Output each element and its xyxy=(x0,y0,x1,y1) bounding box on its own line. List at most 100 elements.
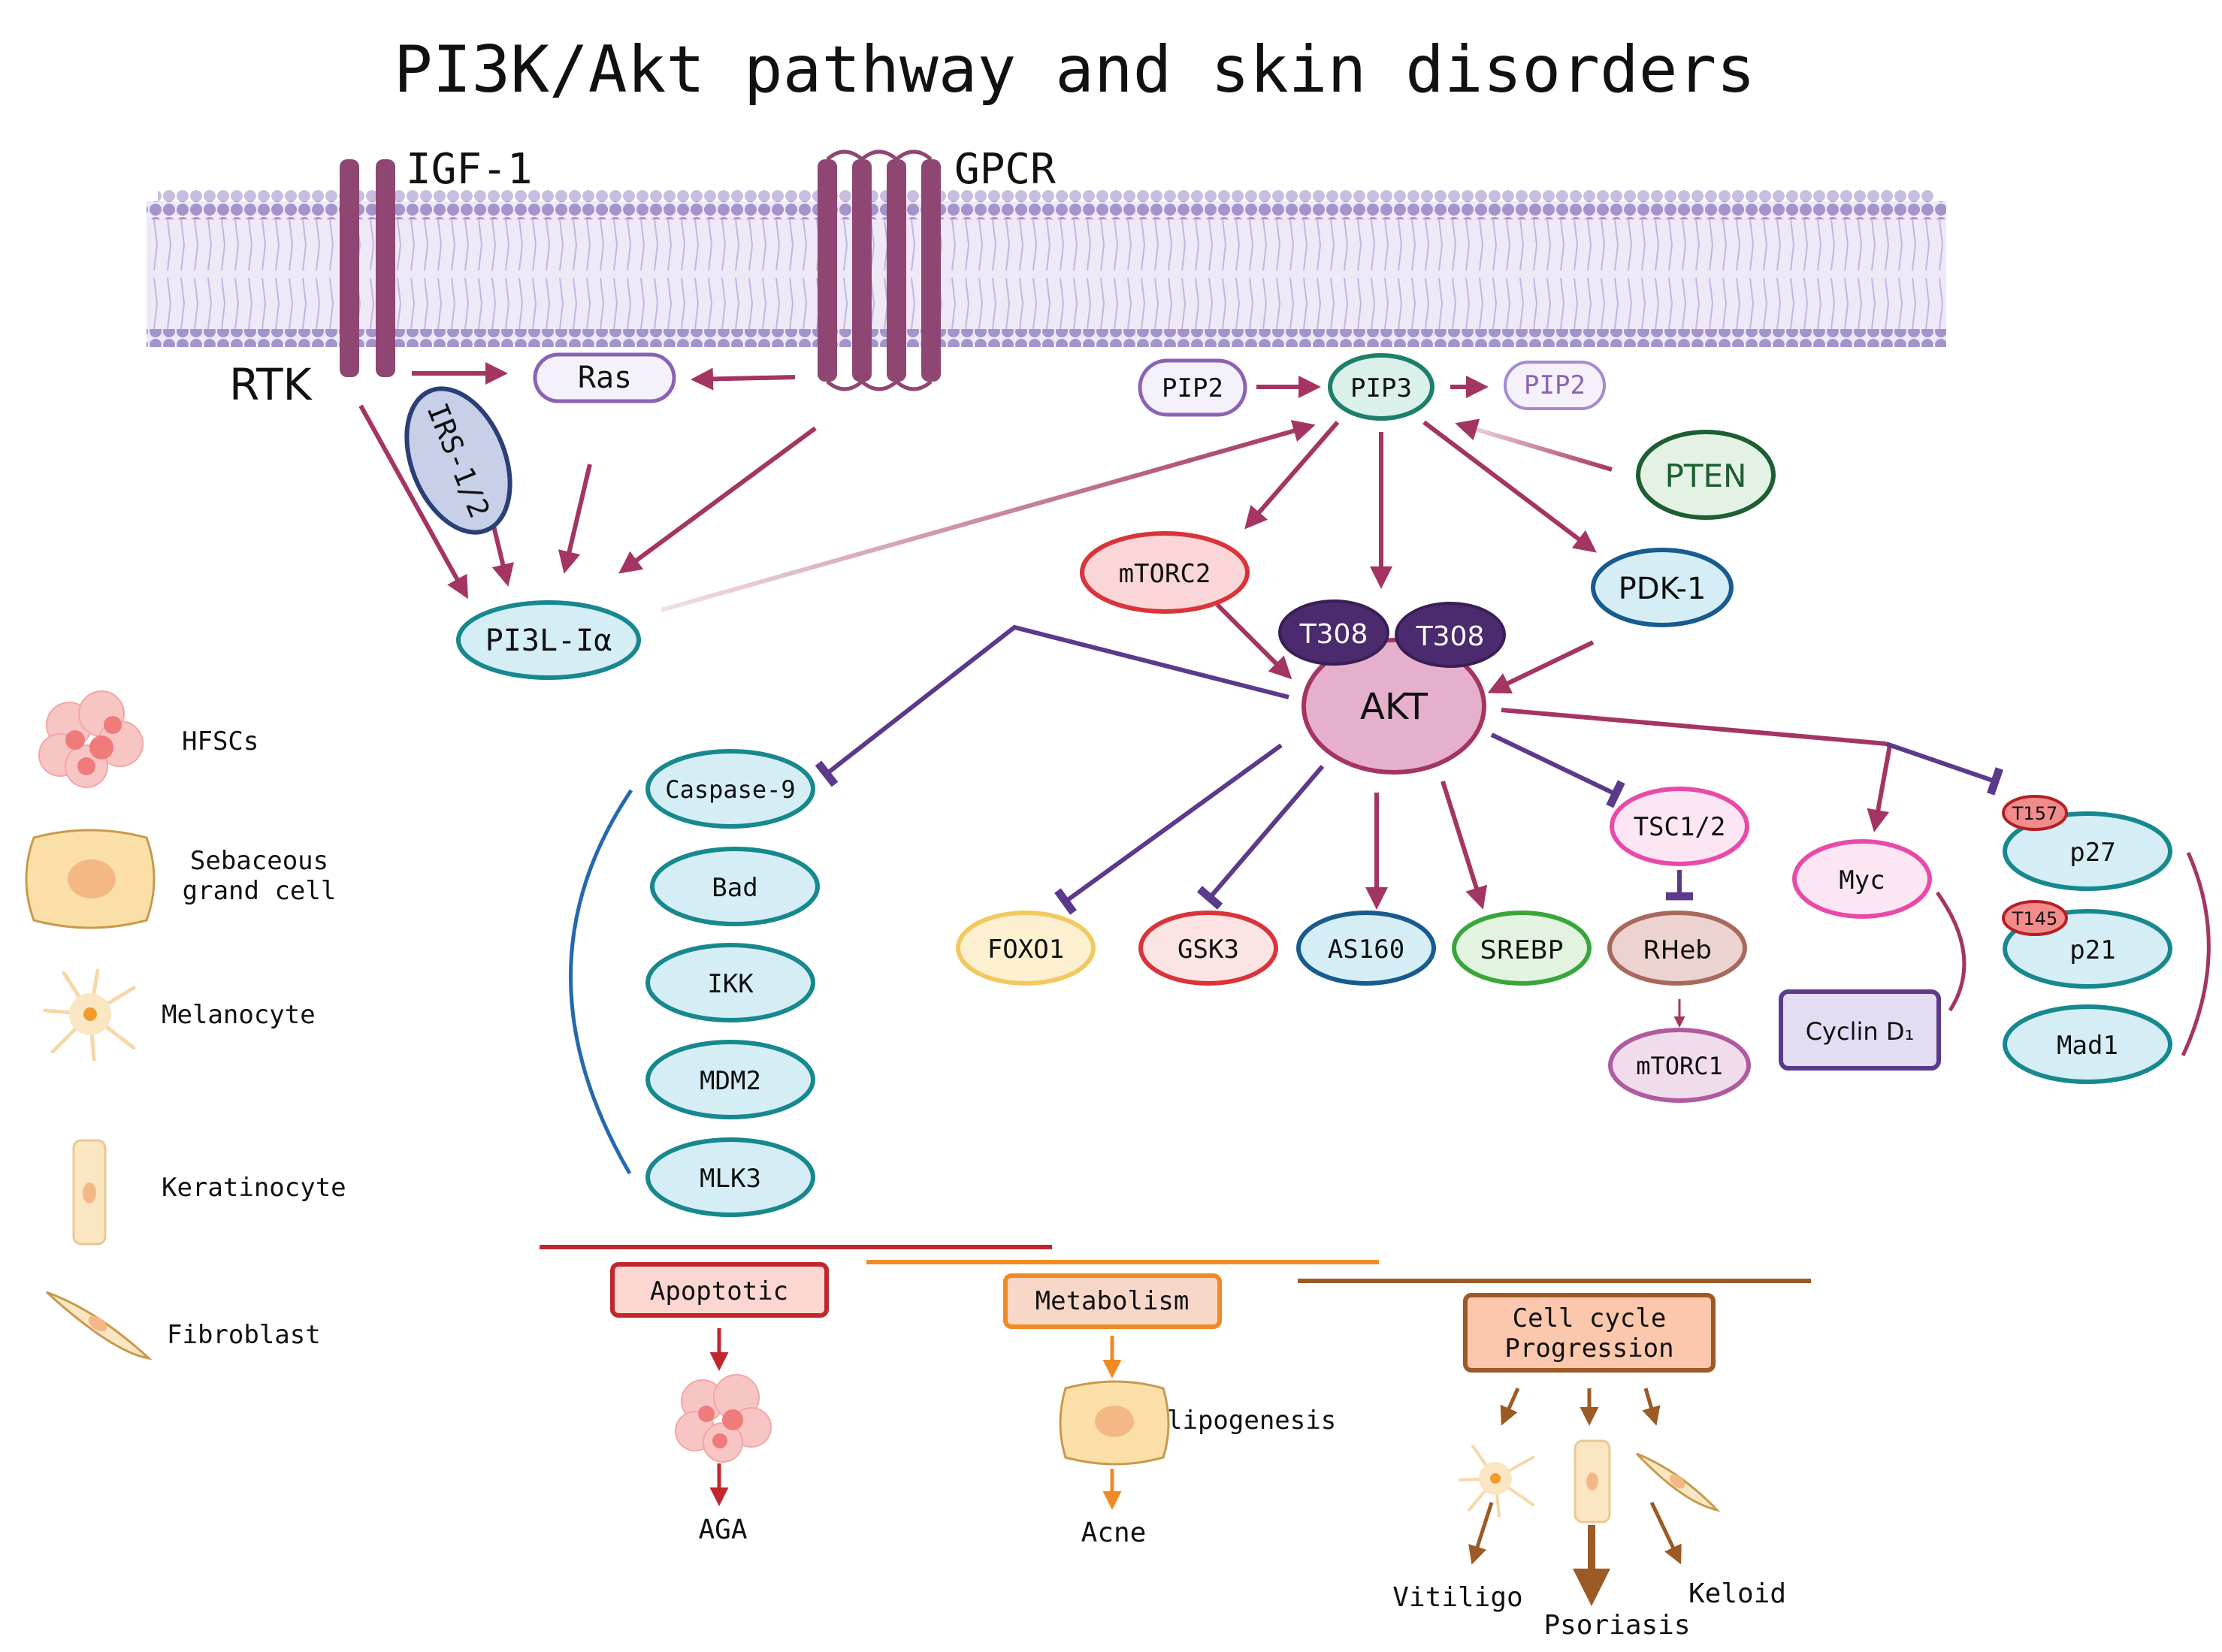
rheb-node[interactable]: RHeb xyxy=(1607,911,1747,986)
tsc-node[interactable]: TSC1/2 xyxy=(1610,787,1749,866)
t145-label: T145 xyxy=(2012,908,2057,929)
legend-hfsc: HFSCs xyxy=(182,726,258,757)
t308-b-node[interactable]: T308 xyxy=(1395,602,1506,668)
myc-label: Myc xyxy=(1839,865,1885,895)
legend-keratinocyte: Keratinocyte xyxy=(162,1173,346,1203)
page-title: PI3K/Akt pathway and skin disorders xyxy=(394,32,1755,107)
akt-node[interactable]: AKT xyxy=(1301,638,1486,775)
mdm2-label: MDM2 xyxy=(700,1066,761,1096)
melanocyte-icon xyxy=(43,968,136,1062)
akt-label: AKT xyxy=(1360,686,1428,728)
t157-label: T157 xyxy=(2012,803,2057,824)
pip2-right-label: PIP2 xyxy=(1524,370,1586,400)
apoptotic-hfsc-icon xyxy=(675,1374,772,1463)
cell-membrane xyxy=(147,189,1946,347)
myc-node[interactable]: Myc xyxy=(1792,839,1932,919)
igf1-label: IGF-1 xyxy=(406,145,533,194)
inhibition-lines xyxy=(815,624,2003,915)
acne-label: Acne xyxy=(1081,1518,1147,1548)
t308-a-label: T308 xyxy=(1299,619,1368,650)
t157-badge[interactable]: T157 xyxy=(2002,795,2068,831)
rheb-label: RHeb xyxy=(1643,935,1712,965)
mlk3-label: MLK3 xyxy=(700,1164,761,1194)
pi3k-label: PI3L-Iα xyxy=(485,624,612,658)
fibroblast-icon xyxy=(45,1291,153,1361)
ras-label: Ras xyxy=(578,361,632,395)
caspase9-node[interactable]: Caspase-9 xyxy=(645,749,815,829)
as160-label: AS160 xyxy=(1328,935,1404,965)
pten-arrow xyxy=(1455,418,1613,472)
myc-cyclin-bracket xyxy=(1935,891,1967,1012)
t145-badge[interactable]: T145 xyxy=(2002,900,2068,936)
pi3k-to-pip3-arrow xyxy=(661,420,1316,612)
foxo1-node[interactable]: FOXO1 xyxy=(956,911,1096,986)
akt-to-myc-p27-line xyxy=(1501,708,1887,746)
ras-node[interactable]: Ras xyxy=(533,352,676,403)
mad1-label: Mad1 xyxy=(2057,1031,2118,1061)
pip3-label: PIP3 xyxy=(1350,373,1412,403)
apoptosis-bracket xyxy=(569,789,633,1175)
pip2-left-label: PIP2 xyxy=(1162,373,1223,403)
mlk3-node[interactable]: MLK3 xyxy=(645,1137,815,1217)
rtk-receptor xyxy=(340,159,395,377)
p21-label: p21 xyxy=(2069,935,2115,965)
cellcycle-label-2: Progression xyxy=(1504,1333,1673,1364)
lipogenesis-label: lipogenesis xyxy=(1167,1406,1336,1436)
t308-a-node[interactable]: T308 xyxy=(1278,599,1389,666)
apoptotic-box[interactable]: Apoptotic xyxy=(610,1262,829,1318)
vitiligo-label: Vitiligo xyxy=(1392,1582,1522,1613)
pip2-right-node[interactable]: PIP2 xyxy=(1504,361,1606,410)
bad-node[interactable]: Bad xyxy=(650,847,820,926)
legend-sebaceous-1: Sebaceous xyxy=(190,846,328,876)
gsk3-node[interactable]: GSK3 xyxy=(1138,911,1278,986)
keratinocyte-icon xyxy=(72,1139,107,1246)
pdk1-node[interactable]: PDK-1 xyxy=(1591,548,1734,627)
p27-label: p27 xyxy=(2069,838,2115,868)
aga-label: AGA xyxy=(698,1515,747,1545)
rtk-label: RTK xyxy=(229,359,313,410)
metabolism-box[interactable]: Metabolism xyxy=(1003,1273,1222,1329)
tsc-label: TSC1/2 xyxy=(1634,812,1726,842)
legend-fibroblast: Fibroblast xyxy=(167,1320,321,1350)
foxo1-label: FOXO1 xyxy=(987,935,1064,965)
mtorc1-node[interactable]: mTORC1 xyxy=(1608,1028,1751,1103)
pten-node[interactable]: PTEN xyxy=(1636,430,1776,520)
pten-label: PTEN xyxy=(1665,458,1747,494)
as160-node[interactable]: AS160 xyxy=(1296,911,1436,986)
caspase9-label: Caspase-9 xyxy=(665,775,795,804)
mad1-node[interactable]: Mad1 xyxy=(2003,1004,2172,1084)
srebp-node[interactable]: SREBP xyxy=(1452,911,1592,986)
keloid-label: Keloid xyxy=(1688,1578,1786,1609)
melanocyte-outcome-icon xyxy=(1459,1445,1534,1518)
pi3k-node[interactable]: PI3L-Iα xyxy=(456,600,641,680)
mtorc2-label: mTORC2 xyxy=(1119,559,1211,589)
cellcycle-box[interactable]: Cell cycle Progression xyxy=(1463,1293,1716,1373)
psoriasis-label: Psoriasis xyxy=(1543,1610,1690,1641)
cellcycle-arrows xyxy=(1468,1387,1682,1565)
cellcycle-label-1: Cell cycle xyxy=(1513,1303,1667,1333)
pdk1-label: PDK-1 xyxy=(1619,572,1707,606)
pip2-left-node[interactable]: PIP2 xyxy=(1138,358,1247,417)
activation-arrows-upper xyxy=(358,362,1892,910)
hfsc-icon xyxy=(38,690,144,788)
gpcr-label: GPCR xyxy=(954,145,1056,194)
keratinocyte-outcome-icon xyxy=(1574,1439,1611,1524)
t308-b-label: T308 xyxy=(1416,621,1485,652)
sebaceous-cell-icon xyxy=(25,829,156,929)
cyclin-node[interactable]: Cyclin D₁ xyxy=(1779,989,1941,1071)
mtorc1-label: mTORC1 xyxy=(1636,1052,1723,1080)
p27-node[interactable]: p27 xyxy=(2003,811,2172,891)
legend-sebaceous-2: grand cell xyxy=(183,876,337,906)
apoptotic-label: Apoptotic xyxy=(650,1276,788,1306)
pip3-node[interactable]: PIP3 xyxy=(1328,353,1434,421)
ikk-node[interactable]: IKK xyxy=(645,943,815,1022)
cyclin-label: Cyclin D₁ xyxy=(1806,1017,1915,1046)
fibroblast-outcome-icon xyxy=(1635,1452,1721,1512)
mdm2-node[interactable]: MDM2 xyxy=(645,1040,815,1119)
metabolism-label: Metabolism xyxy=(1035,1286,1190,1316)
irs-node[interactable]: IRS-1/2 xyxy=(387,373,530,548)
mtorc2-node[interactable]: mTORC2 xyxy=(1080,531,1250,614)
gsk3-label: GSK3 xyxy=(1178,935,1239,965)
legend-melanocyte: Melanocyte xyxy=(162,1000,316,1030)
